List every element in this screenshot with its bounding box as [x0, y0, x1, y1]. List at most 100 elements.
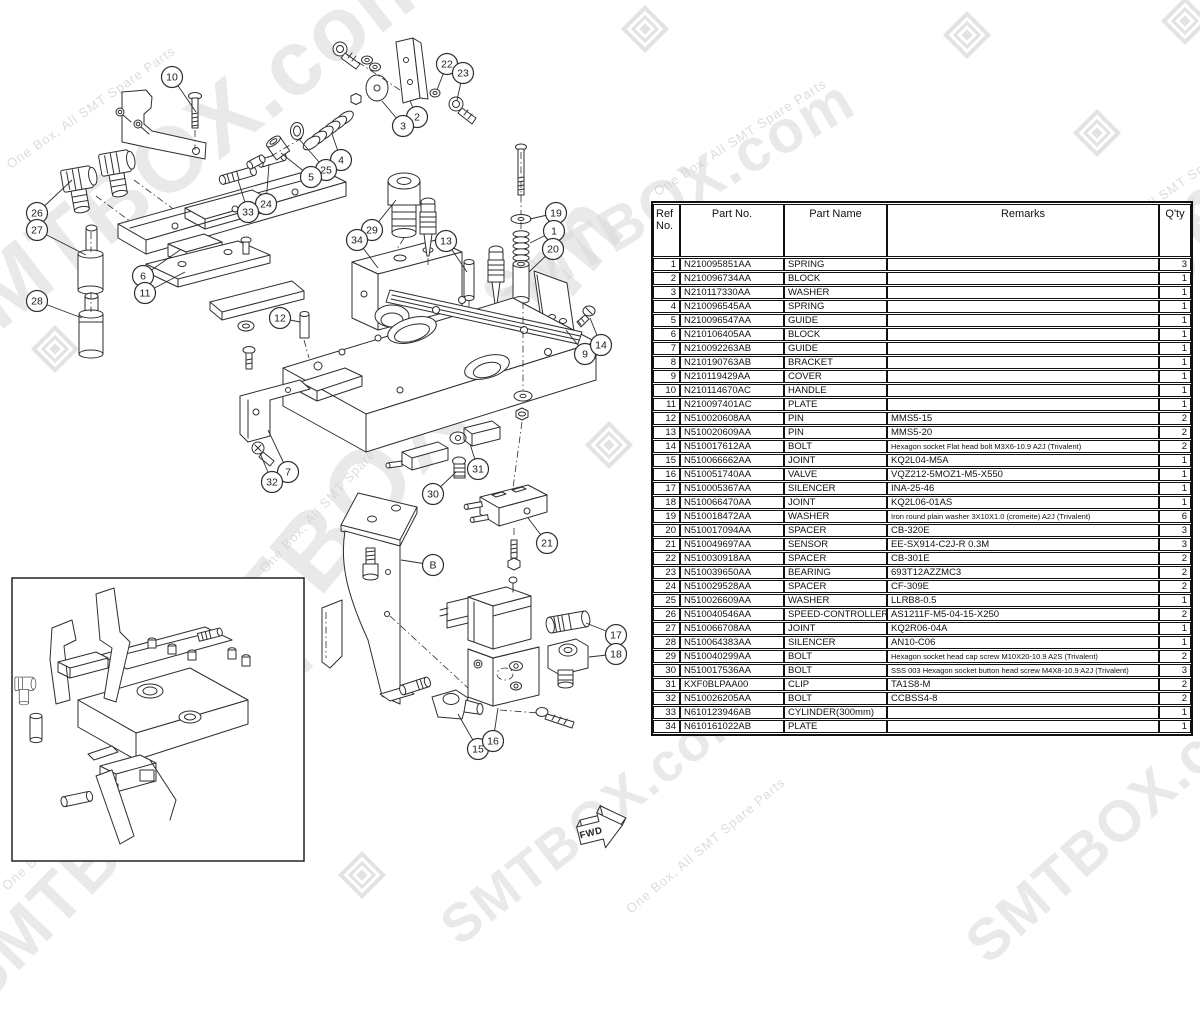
svg-text:15: 15 [472, 744, 484, 756]
plug-rod-part [399, 676, 431, 696]
svg-text:11: 11 [140, 288, 151, 300]
cell-part_name: BOLT [784, 650, 887, 663]
cell-qty: 3 [1159, 538, 1191, 551]
watermark-tagline: One Box, All SMT Spare Parts [650, 75, 830, 199]
cell-remarks: AN10-C06 [887, 636, 1159, 649]
cell-remarks: EE-SX914-C2J-R 0.3M [887, 538, 1159, 551]
watermark-logo-icon [1072, 108, 1122, 158]
cell-remarks [887, 720, 1159, 733]
cell-remarks: AS1211F-M5-04-15-X250 [887, 608, 1159, 621]
cell-part_no: N510026205AA [680, 692, 784, 705]
svg-text:19: 19 [550, 208, 562, 220]
cell-ref: 26 [653, 608, 680, 621]
spring-part [302, 110, 354, 151]
cell-part_name: SPRING [784, 258, 887, 271]
cell-qty: 1 [1159, 328, 1191, 341]
cell-qty: 6 [1159, 510, 1191, 523]
cell-qty: 2 [1159, 678, 1191, 691]
svg-text:6: 6 [140, 271, 146, 283]
cell-part_no: N510030918AA [680, 552, 784, 565]
svg-text:29: 29 [366, 225, 378, 237]
callout-10: 10 [160, 65, 184, 89]
guide-bracket-part [239, 379, 311, 467]
cell-part_name: SPACER [784, 524, 887, 537]
cell-qty: 1 [1159, 720, 1191, 733]
cell-part_name: SPEED-CONTROLLER [784, 608, 887, 621]
cell-remarks [887, 370, 1159, 383]
cell-remarks: CB-301E [887, 552, 1159, 565]
cell-part_name: VALVE [784, 468, 887, 481]
cell-remarks: KQ2L04-M5A [887, 454, 1159, 467]
cell-part_name: BLOCK [784, 272, 887, 285]
svg-text:26: 26 [31, 208, 43, 220]
cell-part_no: N210096545AA [680, 300, 784, 313]
svg-text:23: 23 [457, 68, 469, 80]
svg-text:B: B [429, 560, 436, 572]
cell-part_name: WASHER [784, 594, 887, 607]
cell-part_name: JOINT [784, 622, 887, 635]
callout-12: 12 [268, 306, 292, 330]
cell-remarks: TA1S8-M [887, 678, 1159, 691]
cell-part_name: PLATE [784, 720, 887, 733]
cell-qty: 2 [1159, 426, 1191, 439]
callout-33: 33 [236, 200, 260, 224]
joint-cylinder-parts [77, 224, 104, 359]
fwd-label: FWD [579, 825, 604, 841]
svg-text:18: 18 [610, 649, 622, 661]
svg-text:33: 33 [242, 207, 254, 219]
callout-32: 32 [260, 470, 284, 494]
cell-ref: 1 [653, 258, 680, 271]
cell-part_name: SILENCER [784, 636, 887, 649]
cell-part_no: N210106405AA [680, 328, 784, 341]
cell-remarks: CB-320E [887, 524, 1159, 537]
header-qty: Q'ty [1159, 204, 1191, 257]
valve-assembly [399, 576, 591, 729]
cell-ref: 25 [653, 594, 680, 607]
callout-7: 7 [276, 460, 300, 484]
callout-3: 3 [391, 114, 415, 138]
cell-part_no: N210114670AC [680, 384, 784, 397]
cell-part_no: N510017536AA [680, 664, 784, 677]
cell-ref: 17 [653, 482, 680, 495]
svg-text:22: 22 [441, 59, 453, 71]
cell-ref: 16 [653, 468, 680, 481]
cell-part_no: N510017612AA [680, 440, 784, 453]
svg-text:30: 30 [427, 489, 439, 501]
cell-qty: 1 [1159, 300, 1191, 313]
cell-part_no: N210119429AA [680, 370, 784, 383]
cell-qty: 1 [1159, 286, 1191, 299]
cell-qty: 2 [1159, 608, 1191, 621]
svg-text:12: 12 [274, 313, 286, 325]
cell-qty: 3 [1159, 524, 1191, 537]
cell-part_name: WASHER [784, 286, 887, 299]
svg-text:13: 13 [440, 236, 452, 248]
cell-ref: 33 [653, 706, 680, 719]
inset-assembled-view [11, 577, 305, 862]
svg-text:7: 7 [285, 467, 291, 479]
cell-part_no: N510066662AA [680, 454, 784, 467]
cell-part_no: N510064383AA [680, 636, 784, 649]
cell-part_no: N510018472AA [680, 510, 784, 523]
svg-text:16: 16 [487, 736, 499, 748]
cell-qty: 2 [1159, 692, 1191, 705]
l-bracket-part [321, 492, 469, 705]
cell-qty: 1 [1159, 636, 1191, 649]
cell-part_no: N210190763AB [680, 356, 784, 369]
cell-part_no: KXF0BLPAA00 [680, 678, 784, 691]
cell-qty: 2 [1159, 440, 1191, 453]
cell-part_name: CLIP [784, 678, 887, 691]
callout-28: 28 [25, 289, 49, 313]
callout-18: 18 [604, 642, 628, 666]
cell-ref: 6 [653, 328, 680, 341]
cell-ref: 13 [653, 426, 680, 439]
svg-text:10: 10 [166, 72, 178, 84]
cell-ref: 7 [653, 342, 680, 355]
